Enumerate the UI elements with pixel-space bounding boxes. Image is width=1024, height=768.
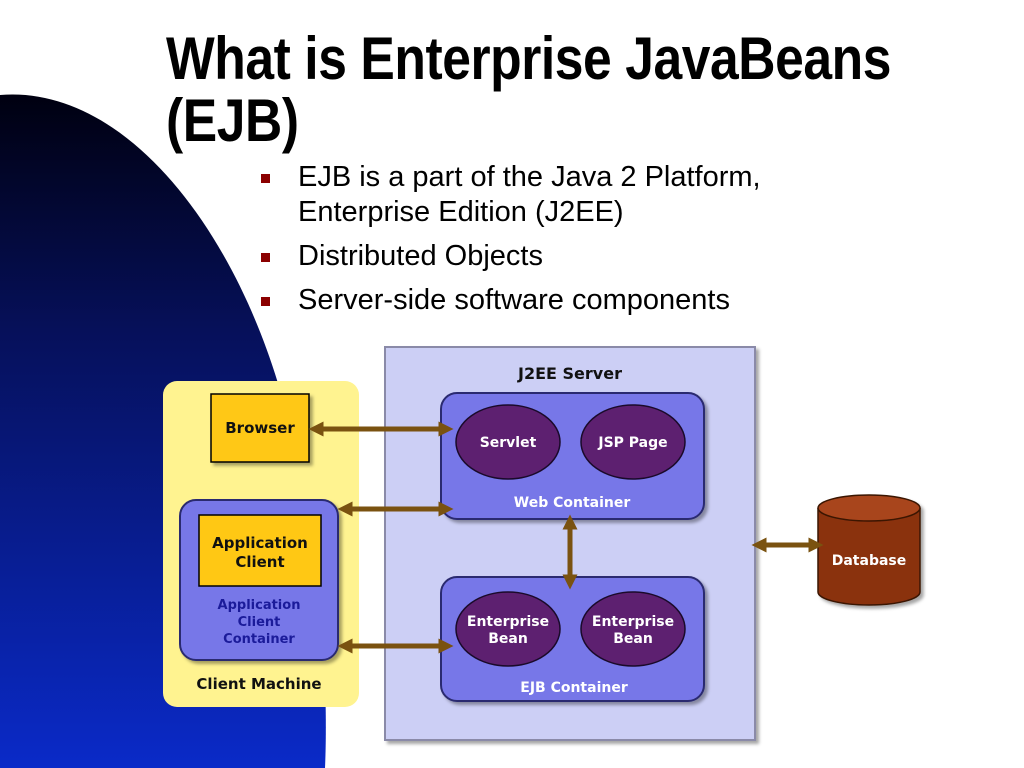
database-label: Database	[832, 553, 907, 569]
browser-box	[210, 393, 310, 463]
application-client-label-2: Client	[235, 553, 284, 571]
j2ee-server-label: J2EE Server	[517, 364, 622, 383]
enterprise-bean-1-label-2: Bean	[488, 631, 528, 647]
database-cylinder	[817, 494, 921, 606]
slide-title: What is Enterprise JavaBeans (EJB)	[166, 25, 892, 154]
bullet-text: Server-side software components	[298, 284, 730, 316]
application-client-container-label-3: Container	[223, 632, 295, 647]
bullet-item: EJB is a part of the Java 2 Platform, En…	[258, 160, 898, 230]
application-client-container-label-2: Client	[238, 615, 281, 630]
bullet-square-icon	[261, 174, 270, 183]
enterprise-bean-oval-2	[580, 591, 686, 667]
enterprise-bean-2-label-1: Enterprise	[592, 614, 674, 630]
enterprise-bean-2-label-2: Bean	[613, 631, 653, 647]
servlet-label: Servlet	[480, 435, 537, 451]
bullet-text: EJB is a part of the Java 2 Platform, En…	[298, 161, 761, 228]
bullet-square-icon	[261, 253, 270, 262]
bullet-text: Distributed Objects	[298, 240, 543, 272]
jsp-page-oval	[580, 404, 686, 480]
bullet-list: EJB is a part of the Java 2 Platform, En…	[258, 160, 898, 327]
bullet-item: Server-side software components	[258, 283, 898, 318]
enterprise-bean-1-label-1: Enterprise	[467, 614, 549, 630]
application-client-box	[198, 514, 322, 587]
application-client-label-1: Application	[212, 534, 308, 552]
servlet-oval	[455, 404, 561, 480]
enterprise-bean-oval-1	[455, 591, 561, 667]
bullet-square-icon	[261, 297, 270, 306]
title-line-1: What is Enterprise JavaBeans	[166, 25, 892, 92]
web-container-label: Web Container	[514, 495, 631, 511]
browser-label: Browser	[225, 419, 295, 437]
jsp-page-label: JSP Page	[597, 435, 667, 451]
bullet-item: Distributed Objects	[258, 239, 898, 274]
application-client-container-label-1: Application	[218, 598, 301, 613]
title-line-2: (EJB)	[166, 87, 299, 154]
client-machine-label: Client Machine	[196, 675, 321, 693]
ejb-container-label: EJB Container	[520, 680, 628, 696]
